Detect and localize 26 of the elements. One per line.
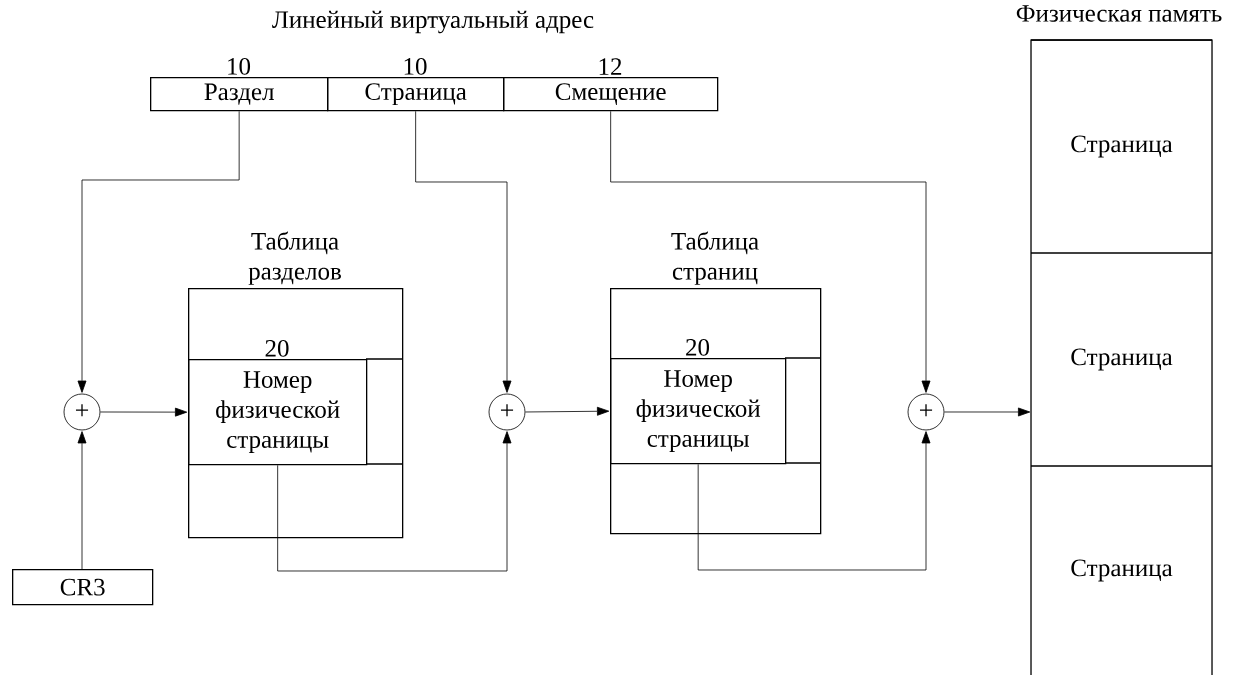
arrow — [525, 406, 610, 416]
node-label: 12 — [599, 58, 622, 75]
table-entry-box: Номер физической страницы 20 — [610, 338, 787, 465]
arrow — [277, 431, 512, 572]
node-label: Таблица страниц — [671, 231, 759, 285]
table-entry-box: Номер физической страницы 20 — [188, 339, 368, 466]
caption-text: Линейный виртуальный адрес — [272, 10, 594, 34]
address-field: Раздел 10 — [150, 57, 329, 112]
address-field: Страница 10 — [327, 57, 505, 112]
arrow — [77, 110, 240, 393]
node-label: 20 — [265, 339, 289, 357]
register-box: CR3 — [12, 569, 154, 606]
node-label: Таблица разделов — [248, 231, 341, 285]
arrow — [415, 110, 512, 393]
arrow — [944, 407, 1031, 417]
arrow — [697, 431, 931, 571]
node-label: 10 — [404, 57, 427, 75]
page-cell: Страница — [1030, 39, 1213, 158]
arrow — [100, 407, 188, 417]
arrow — [77, 431, 87, 570]
address-field: Смещение 12 — [503, 58, 719, 112]
page-cell: Страница — [1030, 252, 1213, 371]
page-cell: Страница — [1030, 465, 1213, 582]
node-label: 10 — [228, 57, 251, 75]
node-label: 20 — [686, 338, 710, 356]
arrow — [610, 110, 931, 393]
